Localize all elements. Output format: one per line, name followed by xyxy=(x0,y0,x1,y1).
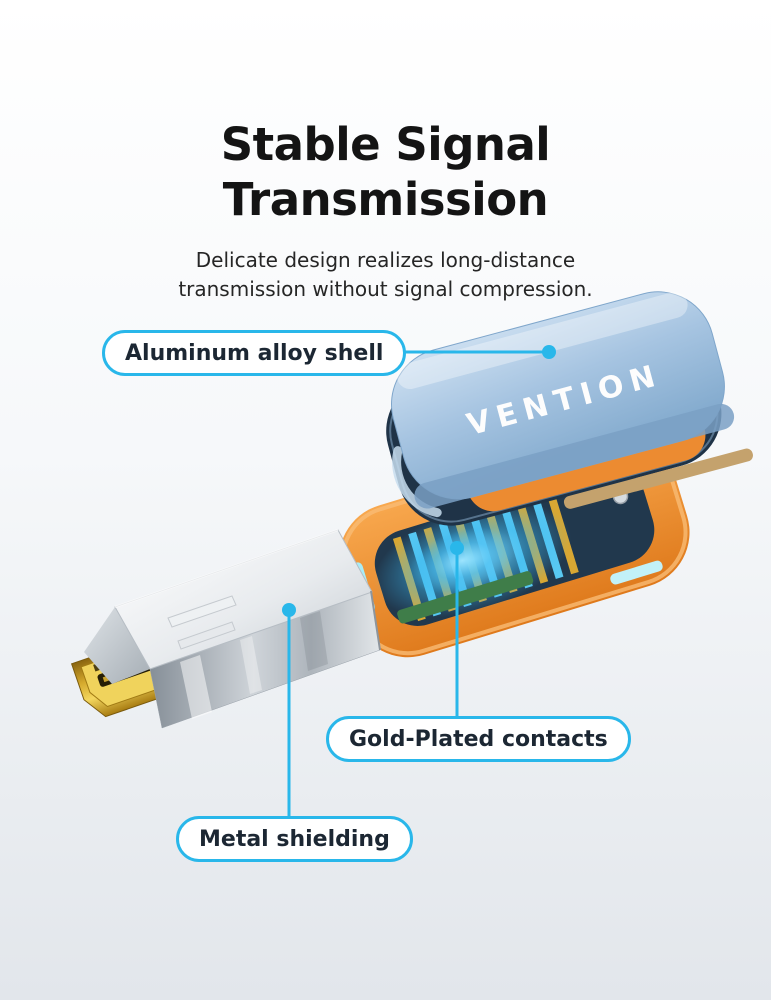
shell-inner-wall xyxy=(392,446,442,518)
shell-top-sheen xyxy=(396,292,688,390)
right-edge-shade xyxy=(370,590,381,651)
subtitle: Delicate design realizes long-distance t… xyxy=(178,247,593,301)
title-line-2: Transmission xyxy=(222,172,549,226)
callout-dot-metal-shielding xyxy=(282,603,296,617)
callout-dot-gold-contacts xyxy=(450,541,464,555)
contact-glow-core xyxy=(408,527,516,594)
callout-label-aluminum-shell: Aluminum alloy shell xyxy=(102,330,407,376)
callout-dot-aluminum-shell xyxy=(542,345,556,359)
top-edge-highlight xyxy=(114,529,339,608)
front-face-reflections xyxy=(180,611,328,719)
callout-label-text: Gold-Plated contacts xyxy=(349,726,608,752)
top-face-slot-2 xyxy=(177,621,236,650)
callout-label-gold-contacts: Gold-Plated contacts xyxy=(326,716,631,762)
metal-connector-graphic xyxy=(70,529,381,729)
title-line-1: Stable Signal xyxy=(220,118,551,171)
shell-bottom-lip xyxy=(414,403,735,509)
cyan-accent-bottomright xyxy=(610,560,663,585)
callout-connectors xyxy=(282,345,556,819)
top-face-slot-1 xyxy=(167,595,237,628)
pcb-edge xyxy=(397,571,534,624)
callout-label-metal-shielding: Metal shielding xyxy=(176,816,413,862)
connector-end-face xyxy=(84,607,150,684)
shell-tan-edge xyxy=(563,448,753,509)
callout-label-text: Metal shielding xyxy=(199,826,390,852)
callout-label-text: Aluminum alloy shell xyxy=(125,340,384,366)
aluminum-shell-graphic: VENTION xyxy=(386,291,753,526)
